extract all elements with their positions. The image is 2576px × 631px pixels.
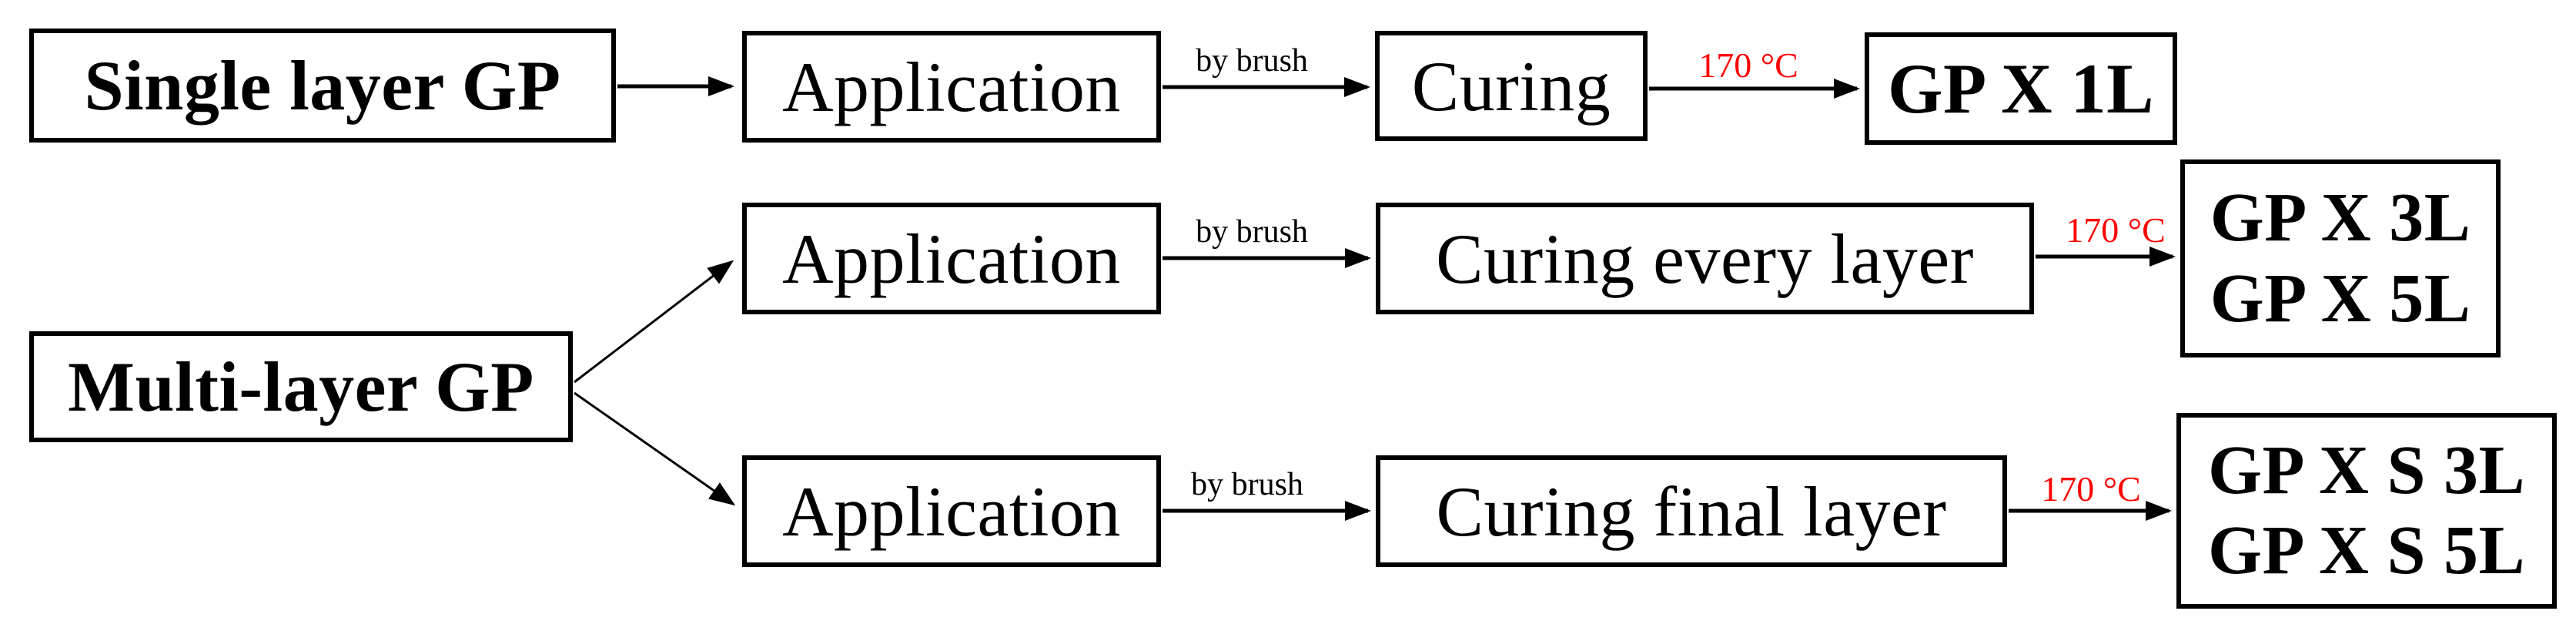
edge-label-170c-2: 170 °C xyxy=(2066,210,2166,250)
edge-label-170c-1: 170 °C xyxy=(1698,45,1798,85)
node-curing-every-layer: Curing every layer xyxy=(1376,203,2034,314)
node-curing-single-label: Curing xyxy=(1411,46,1611,126)
node-curing-single: Curing xyxy=(1375,31,1648,141)
node-multi-layer-gp-label: Multi-layer GP xyxy=(68,347,534,426)
node-gp-x-3l-label: GP X 3L xyxy=(2210,180,2471,257)
node-gp-x-s-3l-5l: GP X S 3L GP X S 5L xyxy=(2176,413,2557,609)
node-gp-x-1l: GP X 1L xyxy=(1865,32,2177,145)
node-application-2-label: Application xyxy=(782,219,1121,298)
edge-label-by-brush-2: by brush xyxy=(1196,214,1308,250)
node-gp-x-1l-label: GP X 1L xyxy=(1888,49,2154,128)
edge-label-by-brush-3: by brush xyxy=(1191,467,1303,502)
node-gp-x-s-3l-label: GP X S 3L xyxy=(2207,431,2526,508)
arrow-multilayer-to-application3 xyxy=(574,391,736,506)
node-multi-layer-gp: Multi-layer GP xyxy=(29,331,573,442)
node-application-1: Application xyxy=(742,31,1161,143)
node-curing-final-layer-label: Curing final layer xyxy=(1436,472,1947,551)
node-application-3-label: Application xyxy=(782,472,1121,551)
node-gp-x-5l-label: GP X 5L xyxy=(2210,260,2471,337)
edge-label-by-brush-1: by brush xyxy=(1196,43,1308,79)
node-curing-final-layer: Curing final layer xyxy=(1376,455,2007,567)
edge-label-170c-3: 170 °C xyxy=(2041,469,2141,508)
node-curing-every-layer-label: Curing every layer xyxy=(1436,219,1974,298)
node-single-layer-gp: Single layer GP xyxy=(29,29,616,143)
node-single-layer-gp-label: Single layer GP xyxy=(84,46,561,125)
arrow-multilayer-to-application2 xyxy=(574,260,734,384)
node-application-1-label: Application xyxy=(782,47,1121,126)
node-gp-x-s-5l-label: GP X S 5L xyxy=(2207,512,2526,589)
node-gp-x-3l-5l: GP X 3L GP X 5L xyxy=(2180,159,2501,357)
node-application-3: Application xyxy=(742,455,1161,567)
node-application-2: Application xyxy=(742,203,1161,314)
